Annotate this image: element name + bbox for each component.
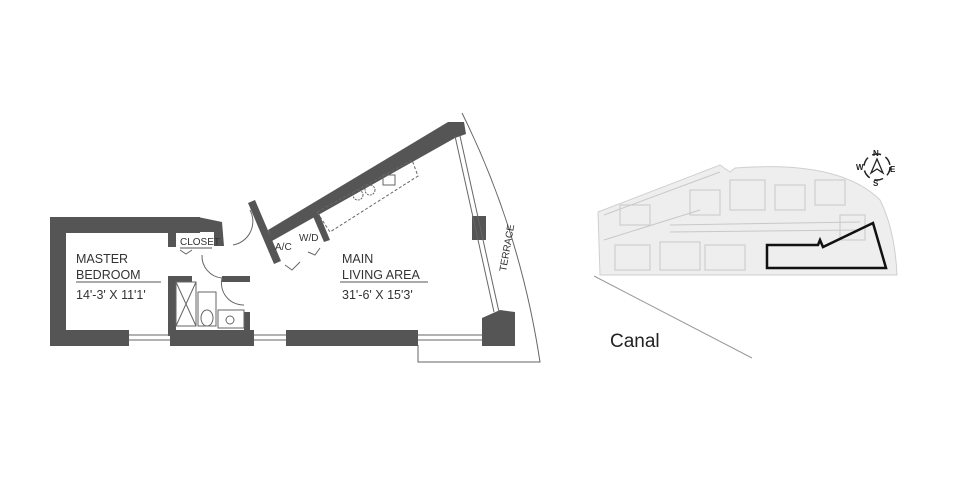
compass-n: N xyxy=(873,149,879,158)
doors xyxy=(175,209,321,329)
key-plan xyxy=(593,164,898,359)
compass-e: E xyxy=(890,165,896,174)
walls xyxy=(50,122,515,346)
windows xyxy=(129,135,500,341)
canal-line xyxy=(593,275,753,359)
unit-highlight xyxy=(765,221,888,270)
kitchen-counter xyxy=(316,159,419,233)
compass-icon: N S E W xyxy=(856,149,896,188)
compass-w: W xyxy=(856,163,864,172)
wd-label: W/D xyxy=(299,233,318,244)
bedroom-label: MASTER xyxy=(76,252,128,266)
canal-label: Canal xyxy=(610,331,660,352)
living-size: 31'-6' X 15'3' xyxy=(342,288,413,302)
compass-s: S xyxy=(873,179,879,188)
terrace-outline xyxy=(417,112,541,363)
living-label-2: LIVING AREA xyxy=(342,268,420,282)
bedroom-label-2: BEDROOM xyxy=(76,268,141,282)
ac-label: A/C xyxy=(275,242,292,253)
living-label: MAIN xyxy=(342,252,373,266)
bedroom-size: 14'-3' X 11'1' xyxy=(76,288,146,302)
closet-label: CLOSET xyxy=(180,237,220,248)
